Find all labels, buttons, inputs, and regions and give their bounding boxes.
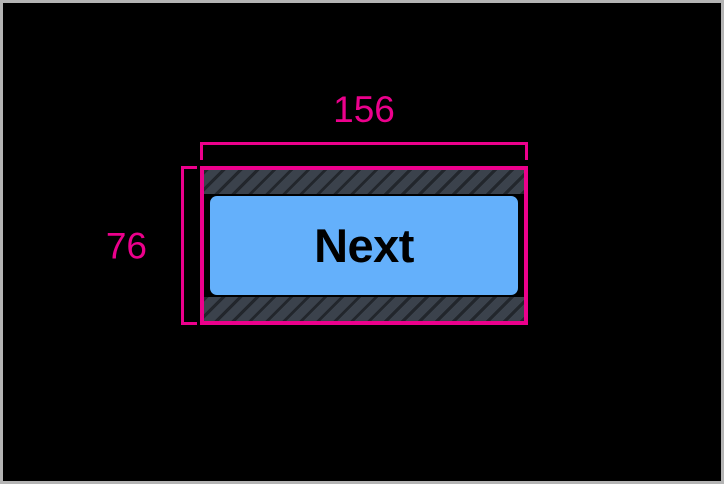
spacing-band-top — [204, 170, 524, 194]
width-dimension-bracket — [200, 142, 528, 160]
height-dimension-annotation: 76 — [106, 166, 199, 325]
next-button[interactable]: Next — [210, 196, 518, 295]
selection-outline — [200, 166, 528, 325]
height-dimension-bracket — [181, 166, 197, 325]
next-button-label: Next — [314, 219, 414, 272]
spacing-band-bottom — [204, 297, 524, 321]
width-dimension-value: 156 — [333, 89, 395, 130]
width-dimension-annotation: 156 — [200, 91, 528, 164]
height-dimension-value: 76 — [105, 225, 147, 266]
selected-element-group[interactable]: Next — [200, 166, 528, 325]
